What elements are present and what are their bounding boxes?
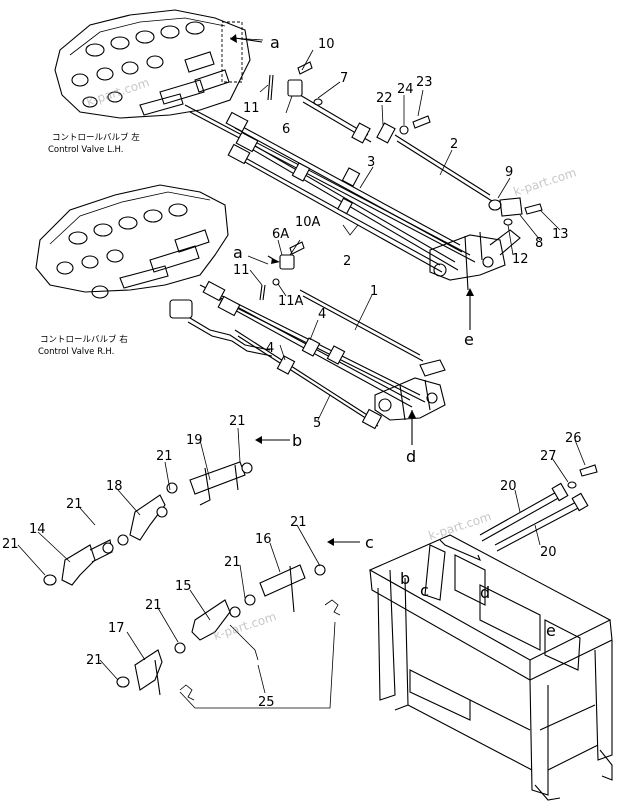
ref-letter-c-left: c	[365, 533, 374, 552]
watermark-4: k-part.com	[212, 609, 278, 643]
label-part-10A: 10A	[295, 215, 321, 230]
middle-bracket-assembly	[374, 359, 446, 421]
label-part-8: 8	[535, 236, 543, 251]
label-part-9: 9	[505, 165, 513, 180]
label-part-19: 19	[186, 433, 203, 448]
label-part-4-upper: 4	[318, 307, 326, 322]
lever-parts	[43, 461, 341, 709]
label-part-21-b: 21	[156, 449, 173, 464]
label-part-2-lower: 2	[343, 254, 351, 269]
label-part-13: 13	[552, 227, 569, 242]
caption-valve-lh-en: Control Valve L.H.	[48, 145, 124, 155]
label-part-21-f: 21	[224, 555, 241, 570]
caption-valve-rh-jp: コントロールバルブ 右	[40, 334, 128, 345]
middle-linkage-rods	[169, 241, 426, 430]
valve-rh-spools	[119, 229, 210, 289]
ref-letter-b-frame: b	[400, 569, 410, 588]
valve-rh-ports	[56, 203, 188, 299]
label-part-24: 24	[397, 82, 414, 97]
label-part-25: 25	[258, 695, 275, 710]
reference-arrows	[230, 34, 474, 546]
label-part-21-h: 21	[86, 653, 103, 668]
label-part-27: 27	[540, 449, 557, 464]
ref-letter-e-left: e	[464, 330, 474, 349]
label-part-10: 10	[318, 37, 335, 52]
label-part-16: 16	[255, 532, 272, 547]
label-part-11A: 11A	[278, 294, 304, 309]
control-valve-lh	[54, 9, 251, 119]
ref-letter-d-left: d	[406, 447, 416, 466]
frame-assembly	[368, 534, 613, 801]
label-part-6A: 6A	[272, 227, 289, 242]
label-part-4-lower: 4	[266, 341, 274, 356]
label-part-21-g: 21	[145, 598, 162, 613]
label-part-26: 26	[565, 431, 582, 446]
label-part-21-c: 21	[66, 497, 83, 512]
watermark-2: k-part.com	[512, 165, 578, 199]
label-part-20-lower: 20	[540, 545, 557, 560]
label-part-21-d: 21	[2, 537, 19, 552]
label-part-6: 6	[282, 122, 290, 137]
label-part-1: 1	[370, 284, 378, 299]
watermark-3: k-part.com	[427, 509, 493, 543]
caption-valve-rh-en: Control Valve R.H.	[38, 347, 114, 357]
label-part-17: 17	[108, 621, 125, 636]
label-part-14: 14	[29, 522, 46, 537]
label-part-15: 15	[175, 579, 192, 594]
watermark-1: k-part.com	[85, 75, 151, 109]
label-part-3: 3	[367, 155, 375, 170]
ref-letter-a-top: a	[270, 33, 280, 52]
valve-lh-ports	[71, 21, 205, 108]
ref-letter-d-frame: d	[480, 583, 490, 602]
upper-bracket-assembly	[429, 229, 521, 291]
label-part-12: 12	[512, 252, 529, 267]
upper-small-parts	[267, 61, 543, 226]
lever-bars	[479, 464, 598, 552]
label-part-20-upper: 20	[500, 479, 517, 494]
control-valve-rh	[35, 184, 229, 299]
caption-valve-lh-jp: コントロールバルブ 左	[52, 132, 140, 143]
ref-letter-c-frame: c	[420, 581, 429, 600]
valve-lh-spools	[139, 51, 230, 116]
label-part-7: 7	[340, 71, 348, 86]
ref-letter-b-left: b	[292, 431, 302, 450]
label-part-5: 5	[313, 416, 321, 431]
label-part-23: 23	[416, 75, 433, 90]
label-part-11-upper: 11	[243, 101, 260, 116]
label-part-22: 22	[376, 91, 393, 106]
part-number-labels: 10 7 23 24 22 11 6 2 3 9 13 8 12 2 6A 10…	[2, 37, 582, 710]
label-part-18: 18	[106, 479, 123, 494]
label-part-11-lower: 11	[233, 263, 250, 278]
label-part-2-upper: 2	[450, 137, 458, 152]
label-part-21-e: 21	[290, 515, 307, 530]
ref-letter-a-middle: a	[233, 243, 243, 262]
ref-letter-e-frame: e	[546, 621, 556, 640]
label-part-21-top: 21	[229, 414, 246, 429]
reference-letter-labels: a a e d b c b c d e	[233, 33, 556, 640]
upper-linkage-rods	[184, 94, 493, 273]
